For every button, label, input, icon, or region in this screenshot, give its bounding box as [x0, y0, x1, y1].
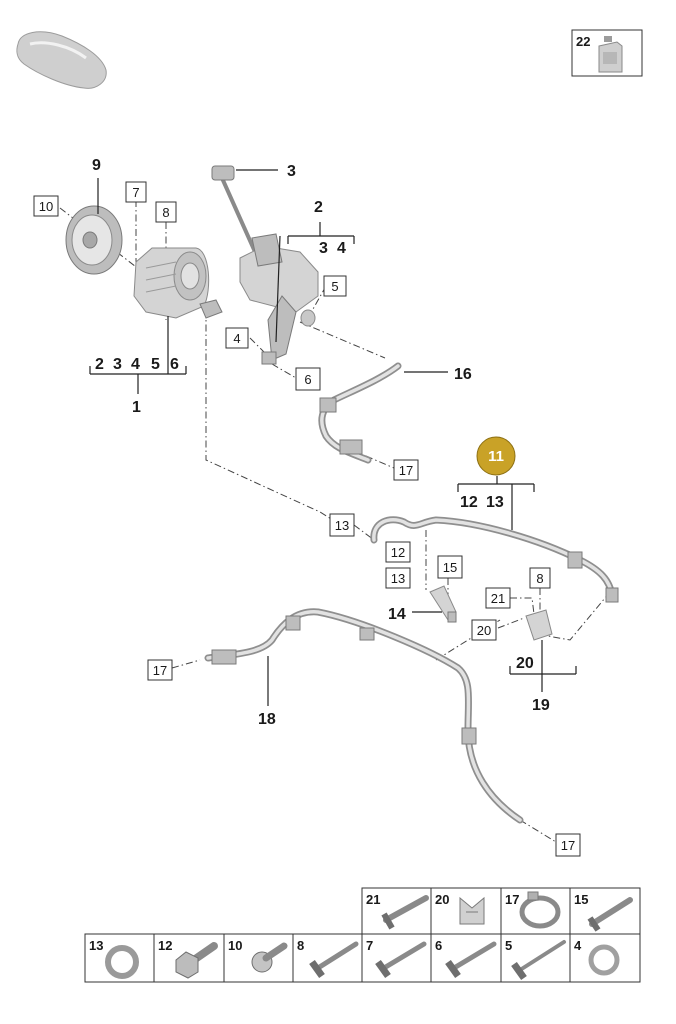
grid-cell-15-label: 15: [574, 892, 588, 907]
svg-text:21: 21: [491, 591, 505, 606]
grid-cell-20-label: 20: [435, 892, 449, 907]
grid-cell-7-label: 7: [366, 938, 373, 953]
boxed-callout-5: 5: [323, 275, 347, 297]
callout-1-sub-5: 5: [151, 356, 160, 373]
svg-text:15: 15: [443, 560, 457, 575]
boxed-callout-4: 4: [225, 327, 249, 349]
svg-text:13: 13: [335, 518, 349, 533]
bolt-icon: [381, 895, 429, 930]
bolt-icon: [587, 897, 633, 932]
boxed-callout-8b: 8: [529, 567, 551, 589]
callout-1: 1: [132, 399, 141, 416]
boxed-callout-17c: 17: [555, 833, 581, 857]
car-silhouette-icon: [16, 31, 107, 89]
hose-clamp-icon: [519, 891, 561, 929]
dipstick: [211, 165, 258, 255]
boxed-callout-15: 15: [437, 555, 463, 579]
callout-18: 18: [258, 711, 276, 728]
callout-1-sub-4: 4: [131, 356, 140, 373]
boxed-callout-13a: 13: [329, 513, 355, 537]
legend-oil-box: 22: [571, 29, 643, 77]
svg-text:8: 8: [162, 205, 169, 220]
callout-3: 3: [287, 163, 296, 180]
callout-11-sub-12: 12: [460, 494, 478, 511]
bracket-14: [429, 585, 457, 623]
sealing-ring-icon: [588, 944, 620, 976]
parts-grid: 21 20 17 15 13 12 10 8 7 6 5 4: [84, 887, 641, 983]
hose-16: [318, 362, 402, 464]
svg-text:20: 20: [477, 623, 491, 638]
hose-11: [370, 516, 619, 603]
callout-14: 14: [388, 606, 406, 623]
boxed-labels: 10 7 8 5 4 6 17 13 12 13 15 8 21 20 17 1…: [33, 181, 581, 857]
bracket-19: [525, 609, 553, 641]
grid-cell-4-label: 4: [574, 938, 582, 953]
svg-text:7: 7: [132, 185, 139, 200]
grid-cell-8-label: 8: [297, 938, 304, 953]
boxed-callout-17a: 17: [393, 459, 419, 481]
legend-oil-label: 22: [576, 34, 590, 49]
callout-1-sub-3: 3: [113, 356, 122, 373]
boxed-callout-10: 10: [33, 195, 59, 217]
svg-text:4: 4: [233, 331, 240, 346]
grid-cell-13-label: 13: [89, 938, 103, 953]
grid-cell-17-label: 17: [505, 892, 519, 907]
callout-labels: 9 3 2 3 4 2 3 4 5 6 1 16 12 13 14 20 19 …: [92, 157, 550, 728]
boxed-callout-13b: 13: [385, 567, 411, 589]
hex-bolt-icon: [175, 942, 218, 979]
steering-pump: [133, 247, 223, 319]
grid-cell-6-label: 6: [435, 938, 442, 953]
svg-text:12: 12: [391, 545, 405, 560]
pulley: [65, 205, 123, 275]
clip-icon: [459, 896, 485, 925]
stud-bolt-icon: [511, 940, 566, 981]
boxed-callout-21: 21: [485, 587, 511, 609]
svg-text:8: 8: [536, 571, 543, 586]
svg-text:6: 6: [304, 372, 311, 387]
grid-cell-10-label: 10: [228, 938, 242, 953]
boxed-callout-12: 12: [385, 541, 411, 563]
callout-2-sub-4: 4: [337, 240, 346, 257]
callout-1-sub-2: 2: [95, 356, 104, 373]
callout-19: 19: [532, 697, 550, 714]
svg-text:17: 17: [399, 463, 413, 478]
grid-cell-21-label: 21: [366, 892, 380, 907]
boxed-callout-20: 20: [471, 619, 497, 641]
boxed-callout-17b: 17: [147, 659, 173, 681]
boxed-callout-6: 6: [295, 367, 321, 391]
callout-lines: [89, 169, 577, 706]
washer-ring-icon: [105, 945, 139, 979]
oil-bottle-icon: [598, 36, 623, 73]
stud-bolt-icon: [309, 941, 359, 979]
svg-text:10: 10: [39, 199, 53, 214]
callout-1-sub-6: 6: [170, 356, 179, 373]
grid-cell-5-label: 5: [505, 938, 512, 953]
collar-bolt-icon: [251, 942, 288, 973]
callout-9: 9: [92, 157, 101, 174]
svg-text:17: 17: [561, 838, 575, 853]
stud-bolt-icon: [375, 941, 427, 979]
callout-16: 16: [454, 366, 472, 383]
boxed-callout-7: 7: [125, 181, 147, 203]
stud-bolt-icon: [445, 941, 497, 979]
callout-11-sub-13: 13: [486, 494, 504, 511]
svg-text:5: 5: [331, 279, 338, 294]
reservoir: [239, 233, 319, 365]
hose-18: [204, 608, 524, 824]
highlight-callout-11: 11: [476, 436, 516, 476]
svg-text:13: 13: [391, 571, 405, 586]
highlight-label: 11: [488, 448, 504, 465]
boxed-callout-8a: 8: [155, 201, 177, 223]
callout-2: 2: [314, 199, 323, 216]
svg-text:17: 17: [153, 663, 167, 678]
callout-20: 20: [516, 655, 534, 672]
grid-cell-12-label: 12: [158, 938, 172, 953]
callout-2-sub-3: 3: [319, 240, 328, 257]
